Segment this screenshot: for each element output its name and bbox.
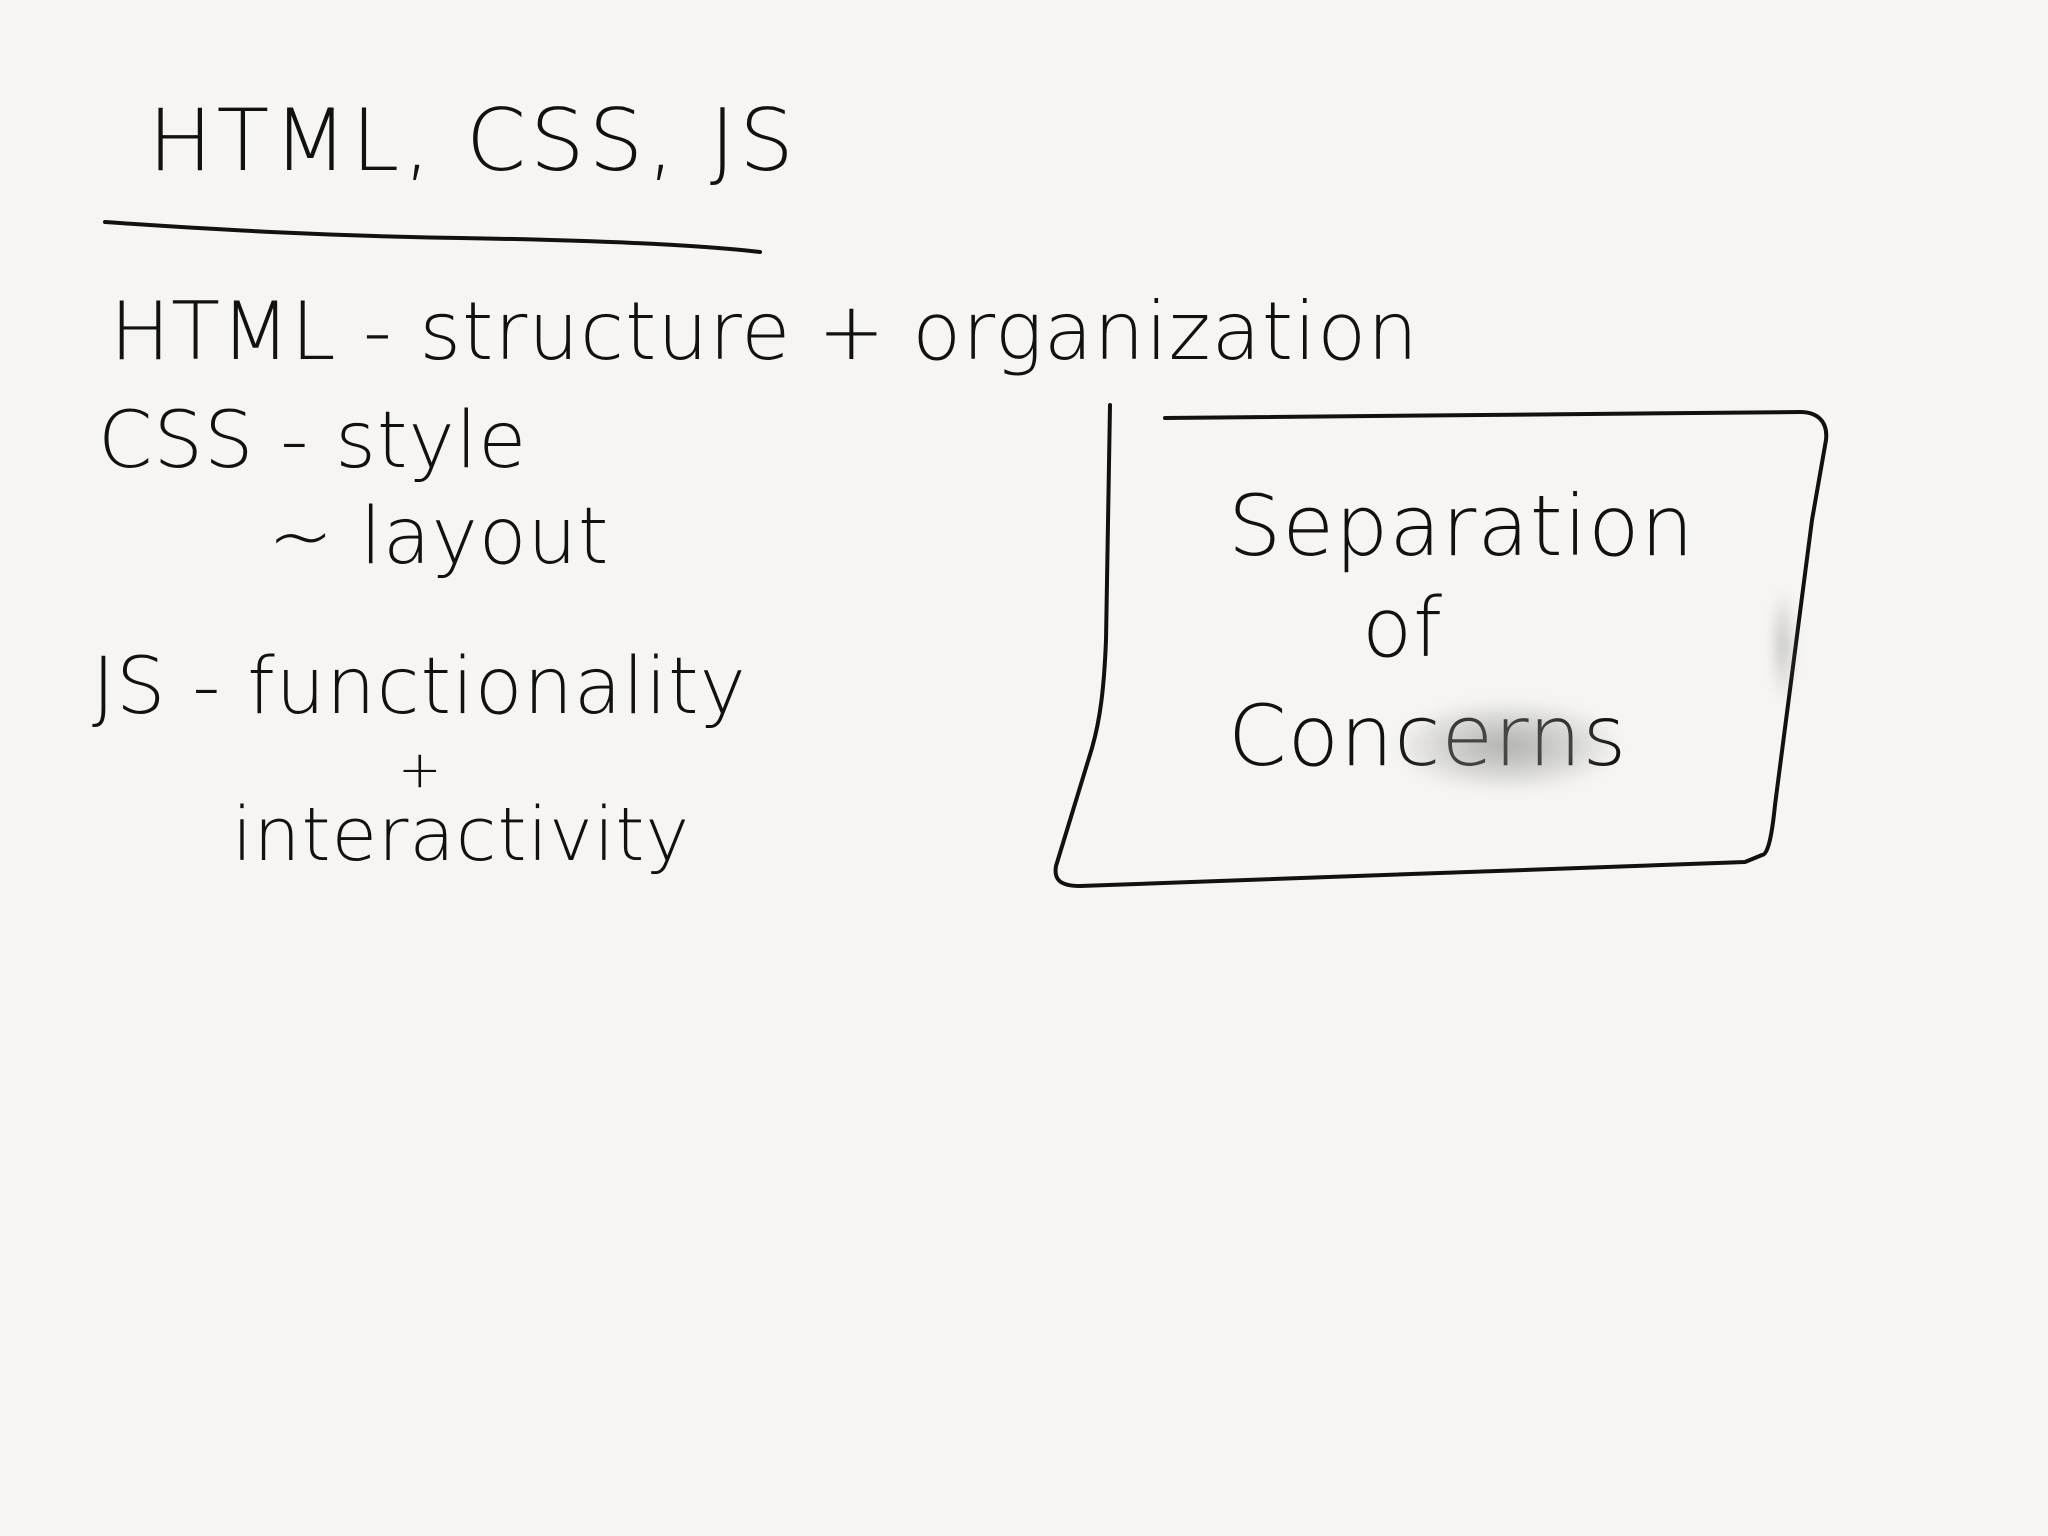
- title-underline: [103, 220, 762, 254]
- callout-box-outline: [1053, 403, 1829, 888]
- eraser-smudge-edge: [1770, 590, 1796, 700]
- eraser-smudge: [1398, 702, 1616, 790]
- note-line-js: JS - functionality: [92, 642, 747, 732]
- note-line-layout: ~ layout: [268, 492, 610, 582]
- note-line-css: CSS - style: [98, 396, 528, 486]
- page-title: HTML, CSS, JS: [148, 91, 798, 191]
- callout-line-of: of: [1362, 581, 1444, 676]
- note-line-plus: +: [398, 740, 443, 800]
- note-line-html: HTML - structure + organization: [110, 285, 1419, 378]
- note-line-interactivity: interactivity: [232, 792, 691, 878]
- callout-line-separation: Separation: [1228, 477, 1695, 575]
